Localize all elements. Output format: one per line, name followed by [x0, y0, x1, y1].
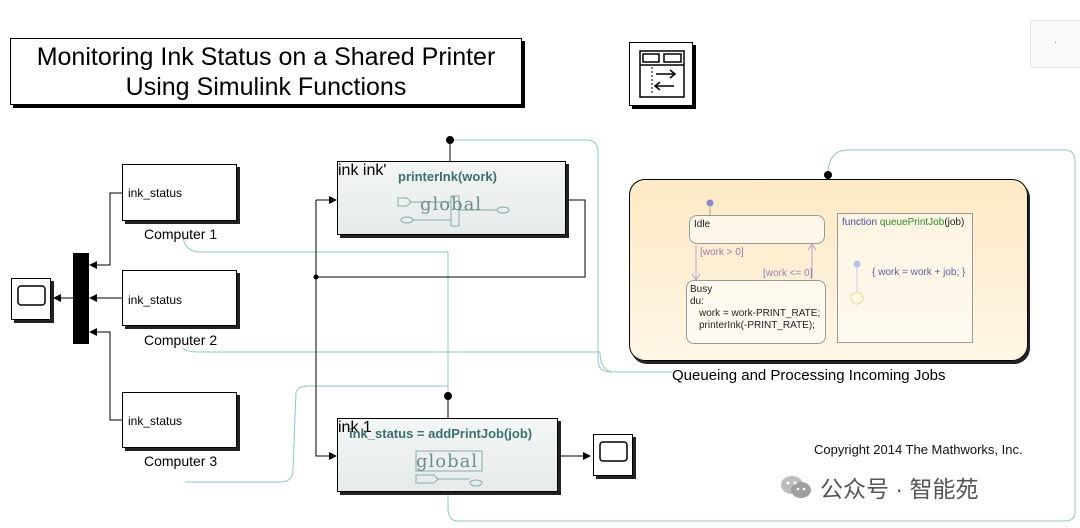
- function-keyword: function: [842, 217, 878, 228]
- schedule-editor-icon[interactable]: [629, 42, 693, 106]
- idle-state[interactable]: Idle: [689, 215, 825, 244]
- stateflow-chart-block[interactable]: Idle [work > 0] [work <= 0] Busy du: wor…: [629, 179, 1028, 361]
- computer-2-label: Computer 2: [144, 332, 218, 348]
- add-print-job-title: ink_status = addPrintJob(job): [349, 426, 533, 441]
- chart-caption: Queueing and Processing Incoming Jobs: [672, 367, 946, 384]
- function-name: queuePrintJob: [879, 217, 945, 228]
- add-print-job-out-port: 1: [362, 419, 372, 436]
- function-body: { work = work + job; }: [872, 267, 966, 278]
- computer-2-port: ink_status: [128, 293, 183, 307]
- computer-3-block[interactable]: ink_status: [122, 392, 237, 448]
- printer-ink-watermark: global: [420, 194, 483, 215]
- printer-ink-out-port: ink': [362, 162, 387, 179]
- copyright-note: Copyright 2014 The Mathworks, Inc.: [814, 442, 1023, 457]
- wechat-watermark: 公众号 · 智能苑: [780, 470, 978, 504]
- add-print-job-function-block[interactable]: ink_status = addPrintJob(job) ink 1 glob…: [337, 418, 558, 492]
- printer-ink-preview-icon: [397, 195, 510, 227]
- computer-3-label: Computer 3: [144, 453, 218, 469]
- printer-ink-in-port: ink: [338, 162, 359, 179]
- computer-1-block[interactable]: ink_status: [122, 164, 237, 221]
- computer-2-block[interactable]: ink_status: [122, 270, 237, 326]
- add-print-job-watermark: global: [416, 451, 479, 472]
- schedule-editor-glyph: [639, 50, 685, 98]
- wechat-icon: [781, 476, 811, 498]
- model-title-annotation: Monitoring Ink Status on a Shared Printe…: [10, 38, 522, 105]
- title-line-1: Monitoring Ink Status on a Shared Printe…: [36, 43, 496, 71]
- busy-state[interactable]: Busy du: work = work-PRINT_RATE; printer…: [686, 280, 826, 344]
- printer-ink-function-block[interactable]: printerInk(work) ink ink' global: [337, 161, 566, 235]
- add-print-job-in-port: ink: [338, 419, 359, 436]
- idle-state-label: Idle: [694, 219, 711, 230]
- left-scope-block[interactable]: [11, 278, 51, 320]
- mux-block[interactable]: [73, 253, 89, 344]
- transition-work-le-0: [work <= 0]: [763, 268, 813, 279]
- computer-1-port: ink_status: [128, 186, 183, 200]
- function-arg: (job): [944, 217, 965, 228]
- busy-state-line-2: printerInk(-PRINT_RATE);: [699, 320, 815, 331]
- title-line-2: Using Simulink Functions: [125, 73, 407, 101]
- scope-screen-icon: [599, 441, 628, 462]
- scope-screen-icon: [17, 285, 46, 306]
- corner-panel-button[interactable]: ': [1030, 20, 1080, 68]
- wechat-watermark-text: 公众号 · 智能苑: [820, 476, 979, 502]
- corner-button-glyph: ': [1054, 40, 1057, 50]
- right-scope-block[interactable]: [593, 434, 633, 476]
- busy-state-label: Busy: [690, 284, 713, 295]
- busy-state-du: du:: [690, 296, 704, 307]
- computer-3-port: ink_status: [128, 414, 183, 428]
- busy-state-line-1: work = work-PRINT_RATE;: [699, 308, 821, 319]
- add-print-job-preview-icon: [415, 450, 483, 487]
- queue-print-job-function-state[interactable]: function queuePrintJob(job) { work = wor…: [837, 213, 973, 343]
- transition-work-gt-0: [work > 0]: [700, 247, 744, 258]
- computer-1-label: Computer 1: [144, 226, 218, 242]
- printer-ink-title: printerInk(work): [398, 169, 497, 184]
